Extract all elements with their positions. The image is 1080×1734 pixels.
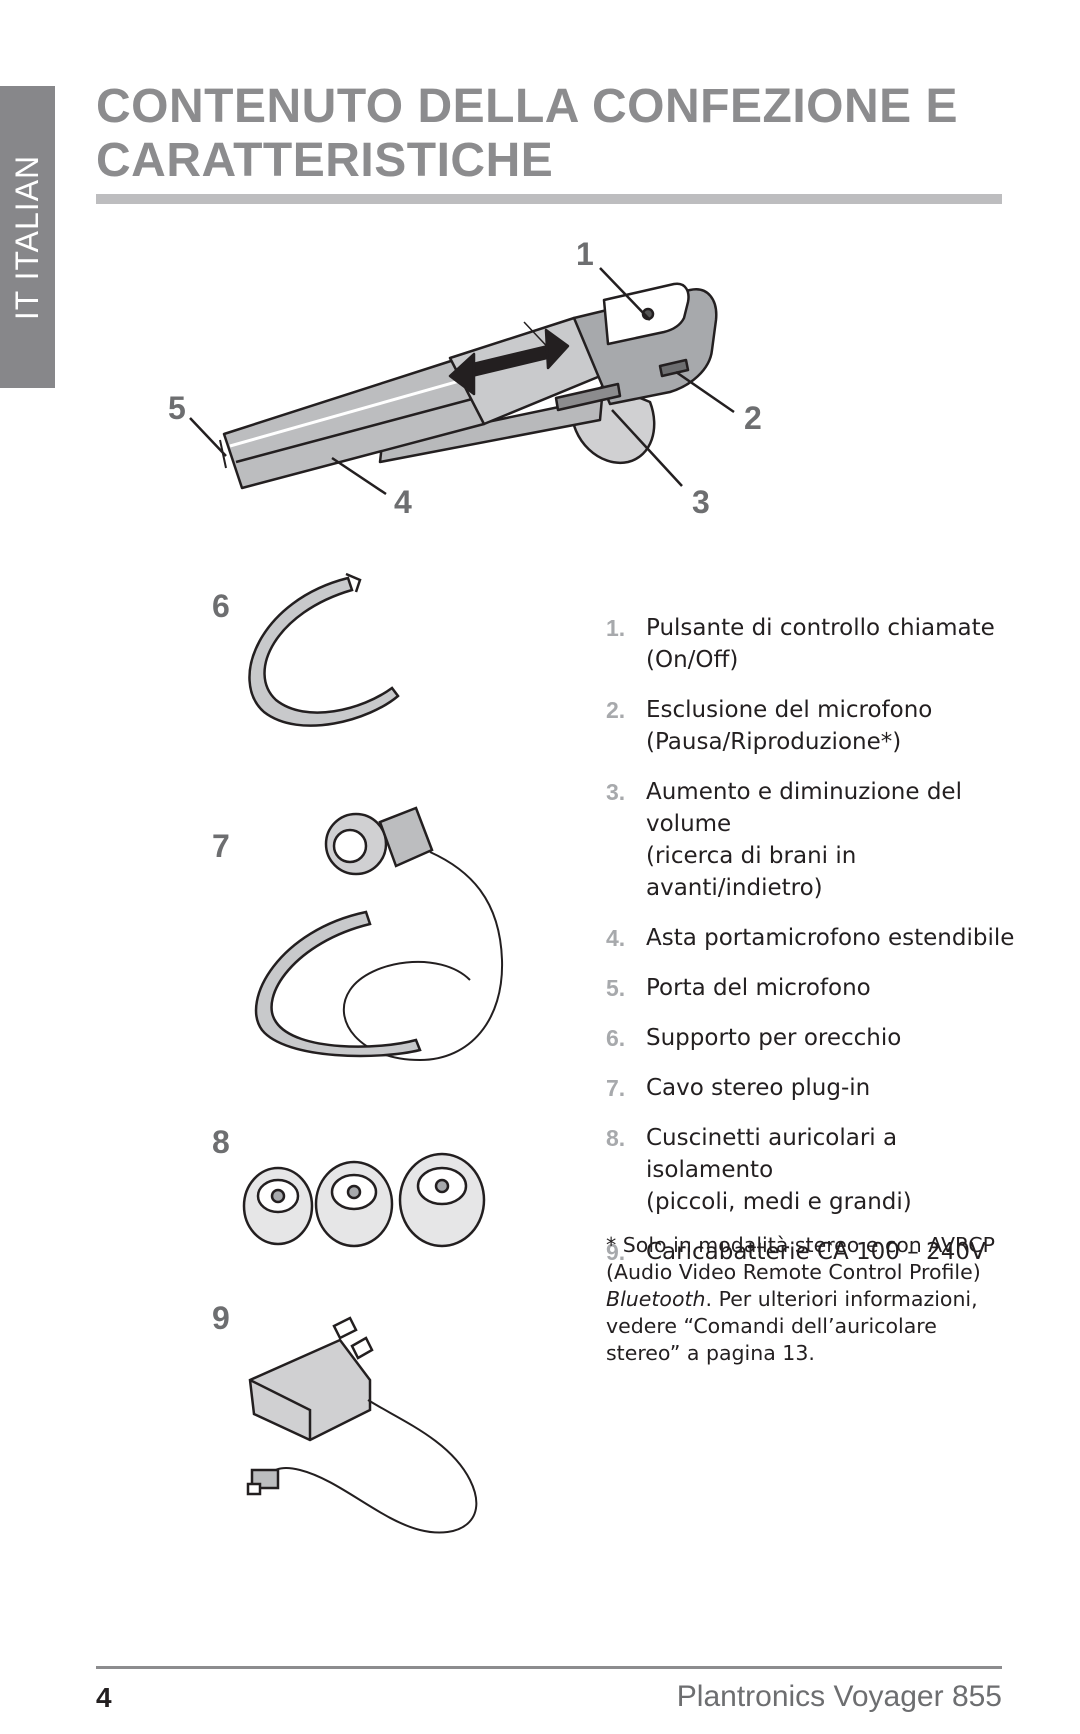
item-number: 4. <box>606 925 626 951</box>
page-title: CONTENUTO DELLA CONFEZIONE E CARATTERIST… <box>96 80 959 187</box>
list-item: 8. Cuscinetti auricolari a isolamento (p… <box>606 1122 1026 1218</box>
page-number: 4 <box>96 1682 112 1713</box>
language-tab: IT ITALIAN <box>0 86 55 388</box>
footnote-text: * Solo in modalità stereo e con AVRCP (A… <box>606 1233 995 1284</box>
item-text: volume <box>646 811 732 837</box>
item-text: Porta del microfono <box>646 975 871 1001</box>
callout-6: 6 <box>212 588 230 624</box>
item-text: Supporto per orecchio <box>646 1025 902 1051</box>
callout-5: 5 <box>168 390 186 426</box>
footer-divider <box>96 1666 1002 1669</box>
item-text: Asta portamicrofono estendibile <box>646 925 1015 951</box>
ear-cushions-illustration <box>242 1152 486 1248</box>
list-item: 9. Caricabatterie CA 100 – 240V <box>606 1236 1026 1268</box>
list-item: 1. Pulsante di controllo chiamate (On/Of… <box>606 612 1026 676</box>
item-text: Pulsante di controllo chiamate <box>646 615 995 641</box>
charger-illustration <box>246 1316 478 1534</box>
item-number: 8. <box>606 1125 626 1151</box>
ear-loop-illustration <box>248 572 400 727</box>
item-number: 1. <box>606 615 626 641</box>
item-text: Cavo stereo plug-in <box>646 1075 871 1101</box>
stereo-mode-footnote: * Solo in modalità stereo e con AVRCP (A… <box>606 1232 1010 1367</box>
item-text: (piccoli, medi e grandi) <box>646 1189 912 1215</box>
callout-7: 7 <box>212 828 230 864</box>
product-name: Plantronics Voyager 855 <box>676 1680 1002 1713</box>
callout-4: 4 <box>394 484 412 520</box>
footnote-italic: Bluetooth <box>606 1287 706 1311</box>
callout-2: 2 <box>744 400 762 436</box>
list-item: 3. Aumento e diminuzione del volume (ric… <box>606 776 1026 904</box>
callout-leaders <box>189 267 735 496</box>
list-item: 5. Porta del microfono <box>606 972 1026 1004</box>
callout-8: 8 <box>212 1124 230 1160</box>
callout-3: 3 <box>692 484 710 520</box>
list-item: 4. Asta portamicrofono estendibile <box>606 922 1026 954</box>
item-number: 5. <box>606 975 626 1001</box>
callout-9: 9 <box>212 1300 230 1336</box>
title-divider <box>96 194 1002 204</box>
list-item: 6. Supporto per orecchio <box>606 1022 1026 1054</box>
item-text: (ricerca di brani in avanti/indietro) <box>646 843 857 901</box>
feature-list: 1. Pulsante di controllo chiamate (On/Of… <box>606 612 1026 1286</box>
item-number: 2. <box>606 697 626 723</box>
item-text: Aumento e diminuzione del <box>646 779 962 805</box>
item-number: 7. <box>606 1075 626 1101</box>
list-item: 2. Esclusione del microfono (Pausa/Ripro… <box>606 694 1026 758</box>
item-text: (Pausa/Riproduzione*) <box>646 729 902 755</box>
item-number: 9. <box>606 1239 626 1265</box>
item-text: Caricabatterie CA 100 – 240V <box>646 1239 986 1265</box>
footnote-text-end: . Per ulteriori informazioni, vedere “Co… <box>606 1287 978 1365</box>
stereo-cable-illustration <box>254 806 504 1062</box>
item-text: (On/Off) <box>646 647 739 673</box>
item-text: Esclusione del microfono <box>646 697 933 723</box>
list-item: 7. Cavo stereo plug-in <box>606 1072 1026 1104</box>
item-text: Cuscinetti auricolari a isolamento <box>646 1125 898 1183</box>
item-number: 3. <box>606 779 626 805</box>
headset-illustration <box>219 282 718 490</box>
item-number: 6. <box>606 1025 626 1051</box>
callout-1: 1 <box>576 236 594 272</box>
